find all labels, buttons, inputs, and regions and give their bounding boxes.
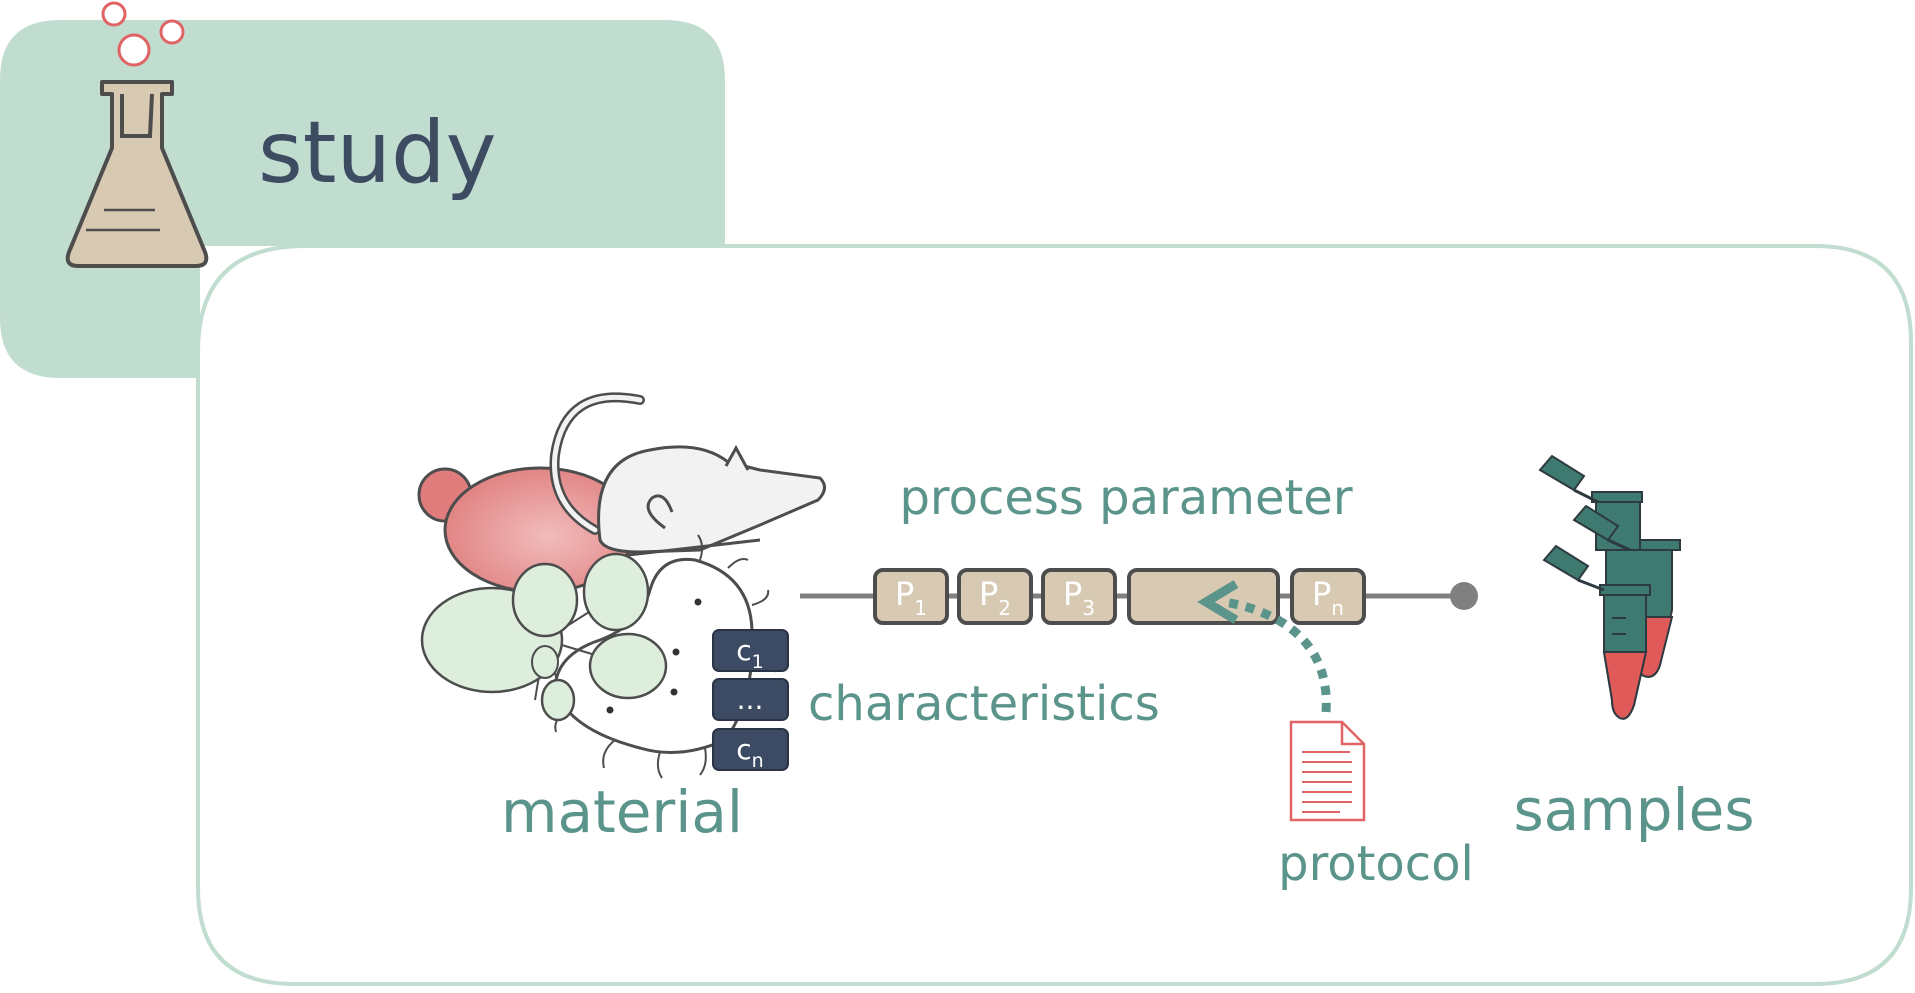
material-label: material: [501, 778, 743, 846]
svg-text:P1: P1: [895, 575, 927, 620]
svg-text:...: ...: [737, 683, 764, 716]
characteristics-label: characteristics: [808, 676, 1160, 732]
characteristic-label: c: [736, 634, 751, 667]
parameter-label: P: [895, 575, 914, 613]
protocol-label: protocol: [1278, 836, 1474, 892]
study-title: study: [258, 103, 497, 203]
study-panel: [0, 20, 725, 378]
parameter-box: P1: [873, 568, 949, 625]
parameter-box: P2: [957, 568, 1033, 625]
bubbles-icon: [101, 1, 185, 67]
characteristic-box: ...: [712, 678, 789, 721]
characteristic-label: ...: [737, 683, 764, 716]
svg-text:cn: cn: [736, 733, 763, 772]
characteristic-subscript: 1: [752, 651, 764, 673]
parameter-subscript: 3: [1082, 596, 1095, 620]
flask-icon: [65, 80, 209, 268]
characteristic-subscript: n: [752, 750, 764, 772]
parameter-subscript: 2: [998, 596, 1011, 620]
svg-text:P3: P3: [1063, 575, 1095, 620]
parameter-box-wide: [1127, 568, 1280, 625]
plant-icon: [420, 552, 668, 722]
parameter-label: P: [979, 575, 998, 613]
characteristic-box: c1: [712, 629, 789, 673]
characteristics-stack: c1 ... cn: [712, 629, 789, 772]
document-icon: [1289, 720, 1366, 822]
svg-text:Pn: Pn: [1312, 575, 1344, 620]
parameter-label: P: [1312, 575, 1331, 613]
mouse-icon: [549, 392, 826, 558]
process-parameter-label: process parameter: [899, 470, 1352, 526]
parameter-label: P: [1063, 575, 1082, 613]
characteristic-label: c: [736, 733, 751, 766]
samples-label: samples: [1513, 776, 1754, 844]
parameter-box: Pn: [1290, 568, 1366, 625]
svg-text:P2: P2: [979, 575, 1011, 620]
sample-tubes-icon: [1538, 454, 1681, 720]
dotted-arrow-icon: [1197, 580, 1331, 713]
parameter-box: P3: [1041, 568, 1117, 625]
characteristic-box: cn: [712, 728, 789, 772]
svg-text:c1: c1: [736, 634, 764, 673]
parameter-subscript: n: [1331, 596, 1344, 620]
process-end-dot: [1450, 582, 1478, 610]
parameter-subscript: 1: [914, 596, 927, 620]
